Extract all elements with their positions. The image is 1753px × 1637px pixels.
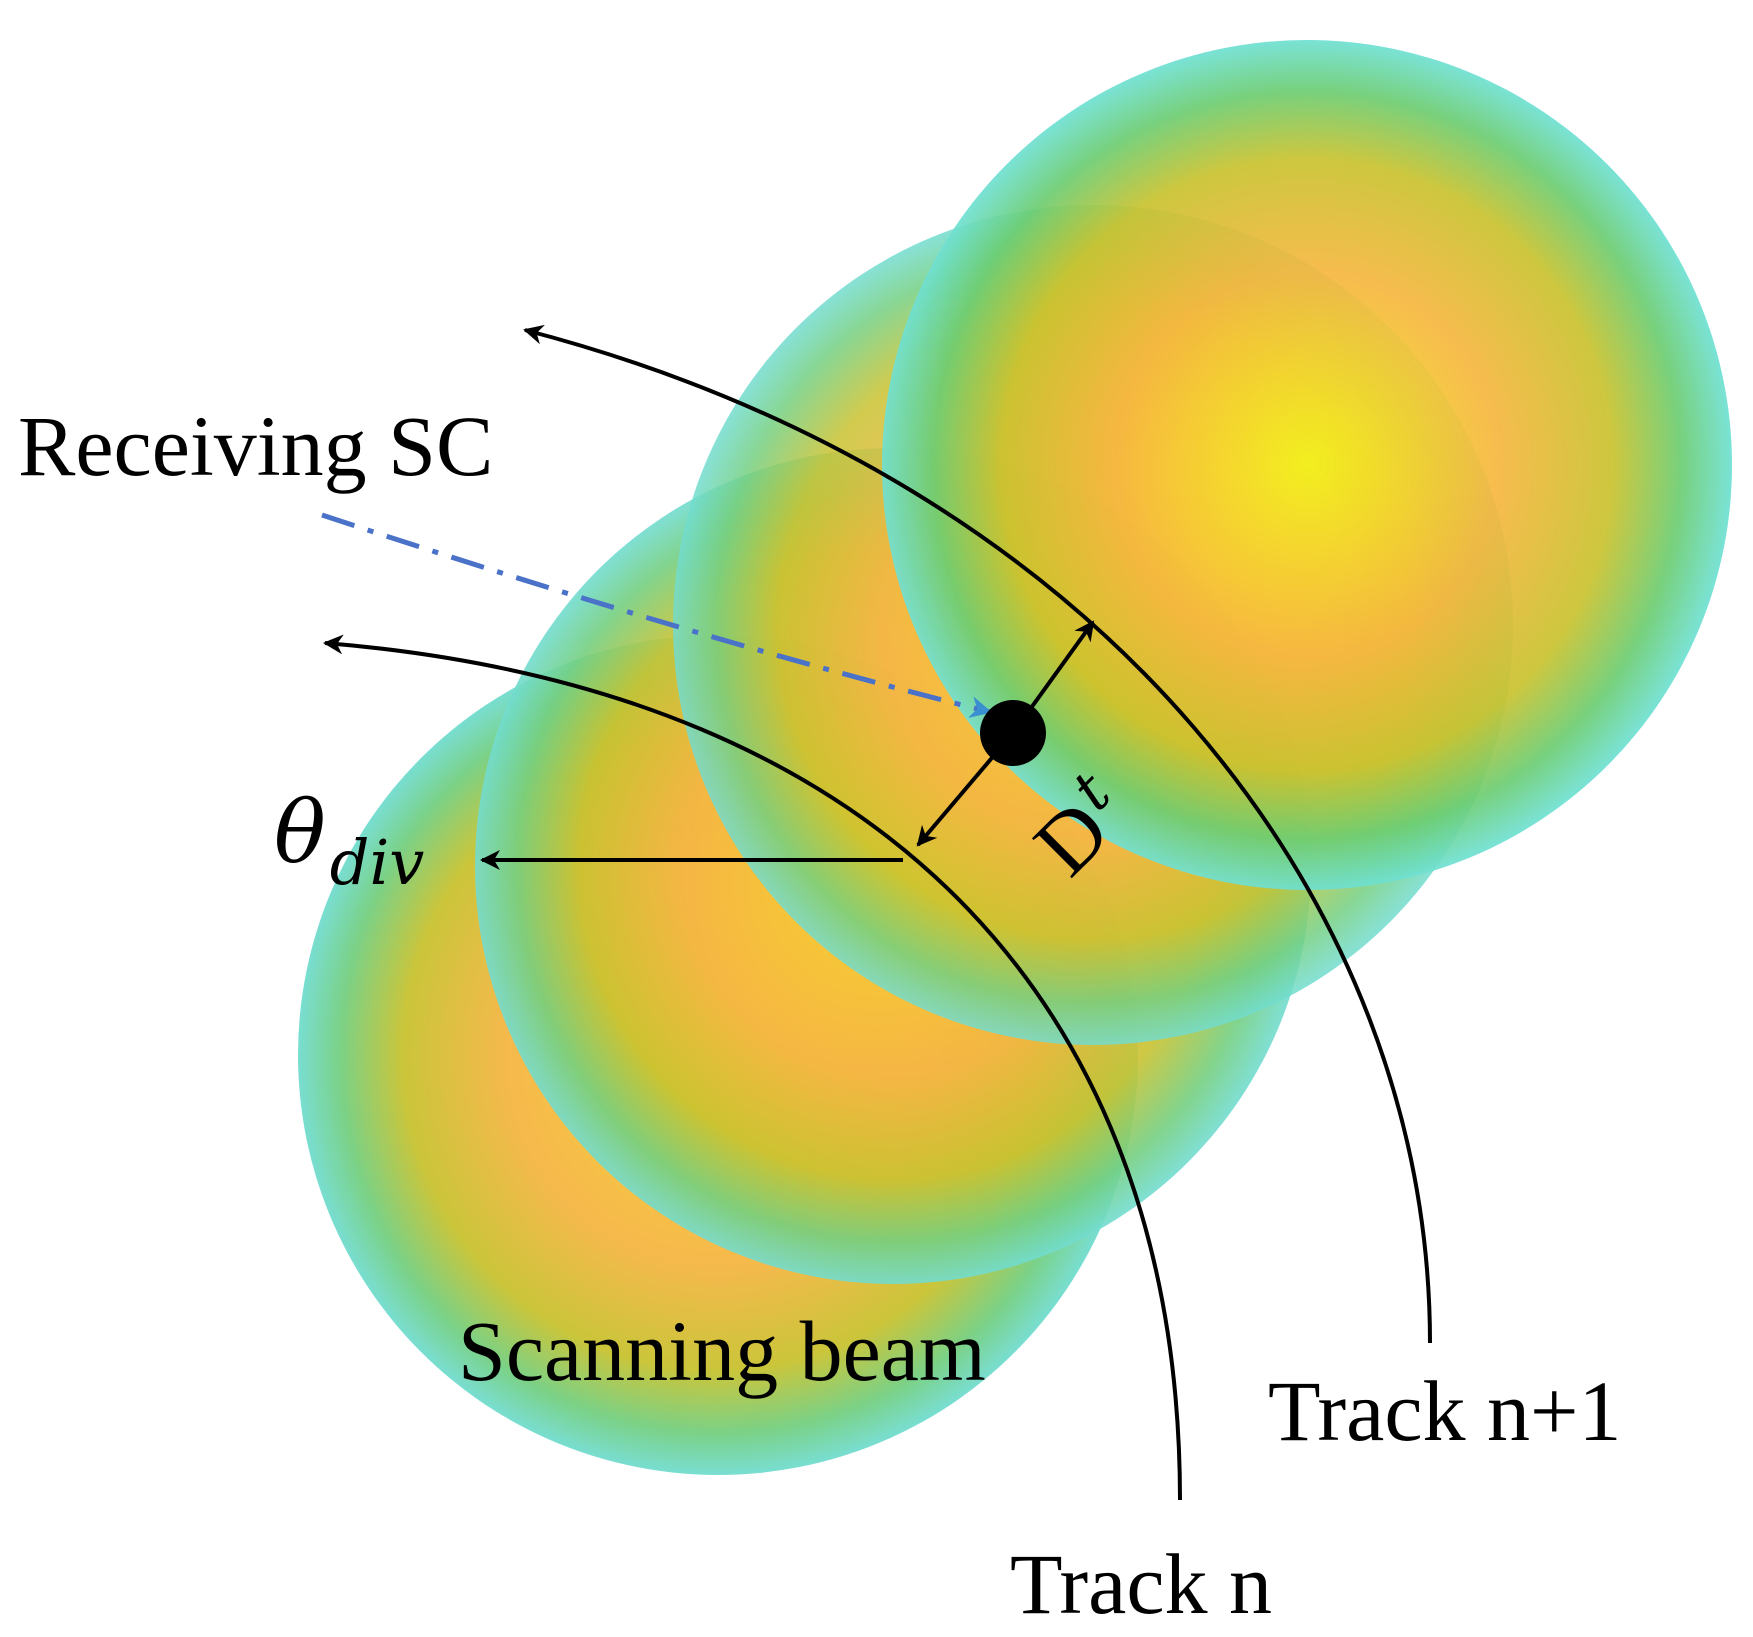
beam-circle-1 (882, 40, 1732, 890)
track-n-label: Track n (1010, 1536, 1272, 1632)
theta-symbol: θ (274, 783, 326, 883)
track-n-plus-1-curve (523, 324, 1432, 1344)
track-n-curve (323, 634, 1182, 1501)
receiving-sc-pointer (321, 512, 993, 718)
scanning-beam-label: Scanning beam (458, 1303, 986, 1399)
track-n-plus-1-label: Track n+1 (1268, 1363, 1622, 1459)
dt-arrow-down (916, 731, 1015, 847)
theta-subscript: div (330, 826, 425, 899)
receiving-sc-label: Receiving SC (18, 398, 493, 494)
theta-div-label: θdiv (274, 783, 424, 899)
dt-arrow-up (1011, 620, 1095, 735)
